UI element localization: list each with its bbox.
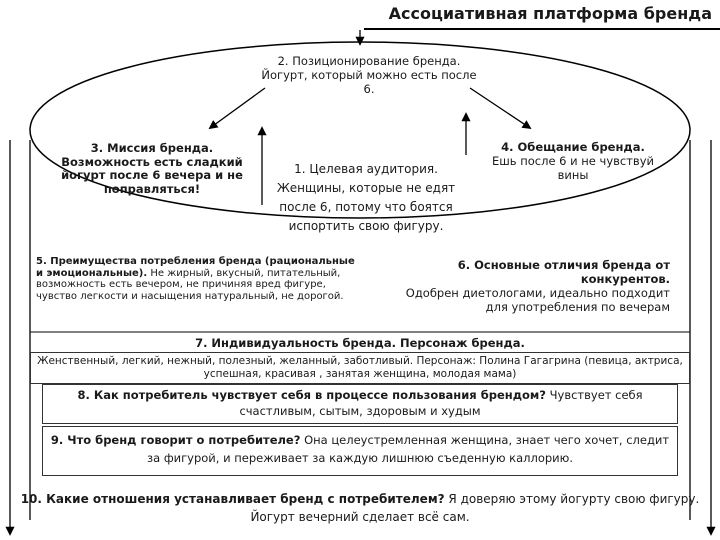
audience-block: 1. Целевая аудитория. Женщины, которые н… [276, 160, 456, 236]
benefits-text: Не жирный, вкусный, питательный, возможн… [36, 267, 344, 302]
audience-text: Женщины, которые не едят после 6, потому… [276, 181, 456, 233]
mission-text: Возможность есть сладкий йогурт после 6 … [61, 154, 243, 196]
positioning-block: 2. Позиционирование бренда. Йогурт, кото… [255, 54, 483, 96]
diagram-title: Ассоциативная платформа бренда [388, 4, 712, 23]
differences-heading: 6. Основные отличия бренда от конкуренто… [457, 258, 670, 286]
positioning-heading: 2. Позиционирование бренда. [277, 54, 461, 68]
mission-block: 3. Миссия бренда. Возможность есть сладк… [52, 141, 252, 196]
says-text: Она целеустремленная женщина, знает чего… [147, 433, 670, 465]
individuality-heading: 7. Индивидуальность бренда. Персонаж бре… [195, 336, 525, 350]
feeling-text: Чувствует себя счастливым, сытым, здоров… [239, 388, 643, 418]
audience-heading: 1. Целевая аудитория. [294, 162, 438, 176]
differences-block: 6. Основные отличия бренда от конкуренто… [390, 258, 670, 314]
benefits-heading: 5. Преимущества потребления бренда (раци… [36, 256, 355, 279]
promise-heading: 4. Обещание бренда. [501, 140, 645, 154]
feeling-heading: 8. Как потребитель чувствует себя в проц… [77, 388, 546, 402]
relationship-text: Я доверяю этому йогурту свою фигуру. Йог… [250, 492, 700, 524]
title-underline [364, 28, 720, 30]
says-heading: 9. Что бренд говорит о потребителе? [50, 433, 301, 447]
positioning-text: Йогурт, который можно есть после 6. [261, 68, 477, 96]
individuality-text: Женственный, легкий, нежный, полезный, ж… [37, 355, 683, 380]
feeling-box: 8. Как потребитель чувствует себя в проц… [42, 384, 678, 424]
benefits-block: 5. Преимущества потребления бренда (раци… [36, 256, 360, 302]
relationship-block: 10. Какие отношения устанавливает бренд … [20, 490, 700, 526]
arrow-to-mission [208, 87, 266, 130]
mission-heading: 3. Миссия бренда. [90, 141, 214, 155]
individuality-box: Женственный, легкий, нежный, полезный, ж… [30, 352, 690, 384]
promise-text: Ешь после 6 и не чувствуй вины [492, 154, 654, 182]
says-box: 9. Что бренд говорит о потребителе? Она … [42, 426, 678, 476]
promise-block: 4. Обещание бренда. Ешь после 6 и не чув… [478, 140, 668, 182]
relationship-heading: 10. Какие отношения устанавливает бренд … [20, 492, 445, 506]
differences-text: Одобрен диетологами, идеально подходит д… [405, 286, 670, 314]
arrow-to-promise [469, 87, 532, 130]
